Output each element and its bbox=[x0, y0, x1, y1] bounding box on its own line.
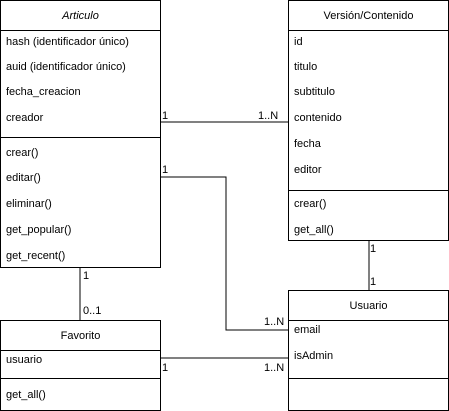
multiplicity-articulo-version-source: 1 bbox=[162, 110, 169, 122]
method-get-all: get_all() bbox=[6, 389, 46, 401]
multiplicity-articulo-favorito-source: 1 bbox=[83, 270, 90, 282]
class-divider bbox=[289, 378, 448, 379]
method-get-popular: get_popular() bbox=[6, 224, 72, 236]
class-favorito[interactable]: Favorito usuario get_all() bbox=[0, 320, 161, 411]
articulo-usuario-line bbox=[160, 176, 288, 331]
attribute-auid: auid (identificador único) bbox=[6, 61, 126, 73]
class-divider bbox=[289, 190, 448, 191]
method-get-recent: get_recent() bbox=[6, 250, 66, 262]
method-get-all: get_all() bbox=[294, 224, 334, 236]
attribute-email: email bbox=[294, 324, 321, 336]
attribute-titulo: titulo bbox=[294, 61, 318, 73]
class-title: Articulo bbox=[1, 1, 160, 31]
attribute-editor: editor bbox=[294, 164, 322, 176]
class-title: Versión/Contenido bbox=[289, 1, 448, 31]
attribute-id: id bbox=[294, 36, 303, 48]
class-divider bbox=[1, 137, 160, 138]
attribute-isadmin: isAdmin bbox=[294, 350, 334, 362]
attribute-hash: hash (identificador único) bbox=[6, 36, 129, 48]
class-divider bbox=[1, 378, 160, 379]
multiplicity-favorito-usuario-source: 1 bbox=[162, 362, 169, 374]
attribute-usuario: usuario bbox=[6, 354, 43, 366]
method-editar: editar() bbox=[6, 172, 41, 184]
multiplicity-articulo-usuario-target: 1..N bbox=[264, 316, 285, 328]
multiplicity-articulo-favorito-target: 0..1 bbox=[83, 305, 102, 317]
method-eliminar: eliminar() bbox=[6, 198, 52, 210]
multiplicity-favorito-usuario-target: 1..N bbox=[264, 362, 285, 374]
class-title: Usuario bbox=[289, 291, 448, 321]
method-crear: crear() bbox=[6, 147, 39, 159]
class-articulo[interactable]: Articulo hash (identificador único) auid… bbox=[0, 0, 161, 268]
multiplicity-version-usuario-target: 1 bbox=[370, 276, 377, 288]
method-crear: crear() bbox=[294, 198, 327, 210]
attribute-subtitulo: subtitulo bbox=[294, 86, 335, 98]
attribute-contenido: contenido bbox=[294, 112, 342, 124]
attribute-fecha-creacion: fecha_creacion bbox=[6, 86, 81, 98]
attribute-fecha: fecha bbox=[294, 138, 321, 150]
class-usuario[interactable]: Usuario email isAdmin bbox=[288, 290, 449, 411]
multiplicity-articulo-version-target: 1..N bbox=[258, 110, 279, 122]
class-title: Favorito bbox=[1, 321, 160, 351]
multiplicity-version-usuario-source: 1 bbox=[370, 243, 377, 255]
class-version-contenido[interactable]: Versión/Contenido id titulo subtitulo co… bbox=[288, 0, 449, 241]
multiplicity-articulo-usuario-source: 1 bbox=[162, 164, 169, 176]
attribute-creador: creador bbox=[6, 112, 44, 124]
